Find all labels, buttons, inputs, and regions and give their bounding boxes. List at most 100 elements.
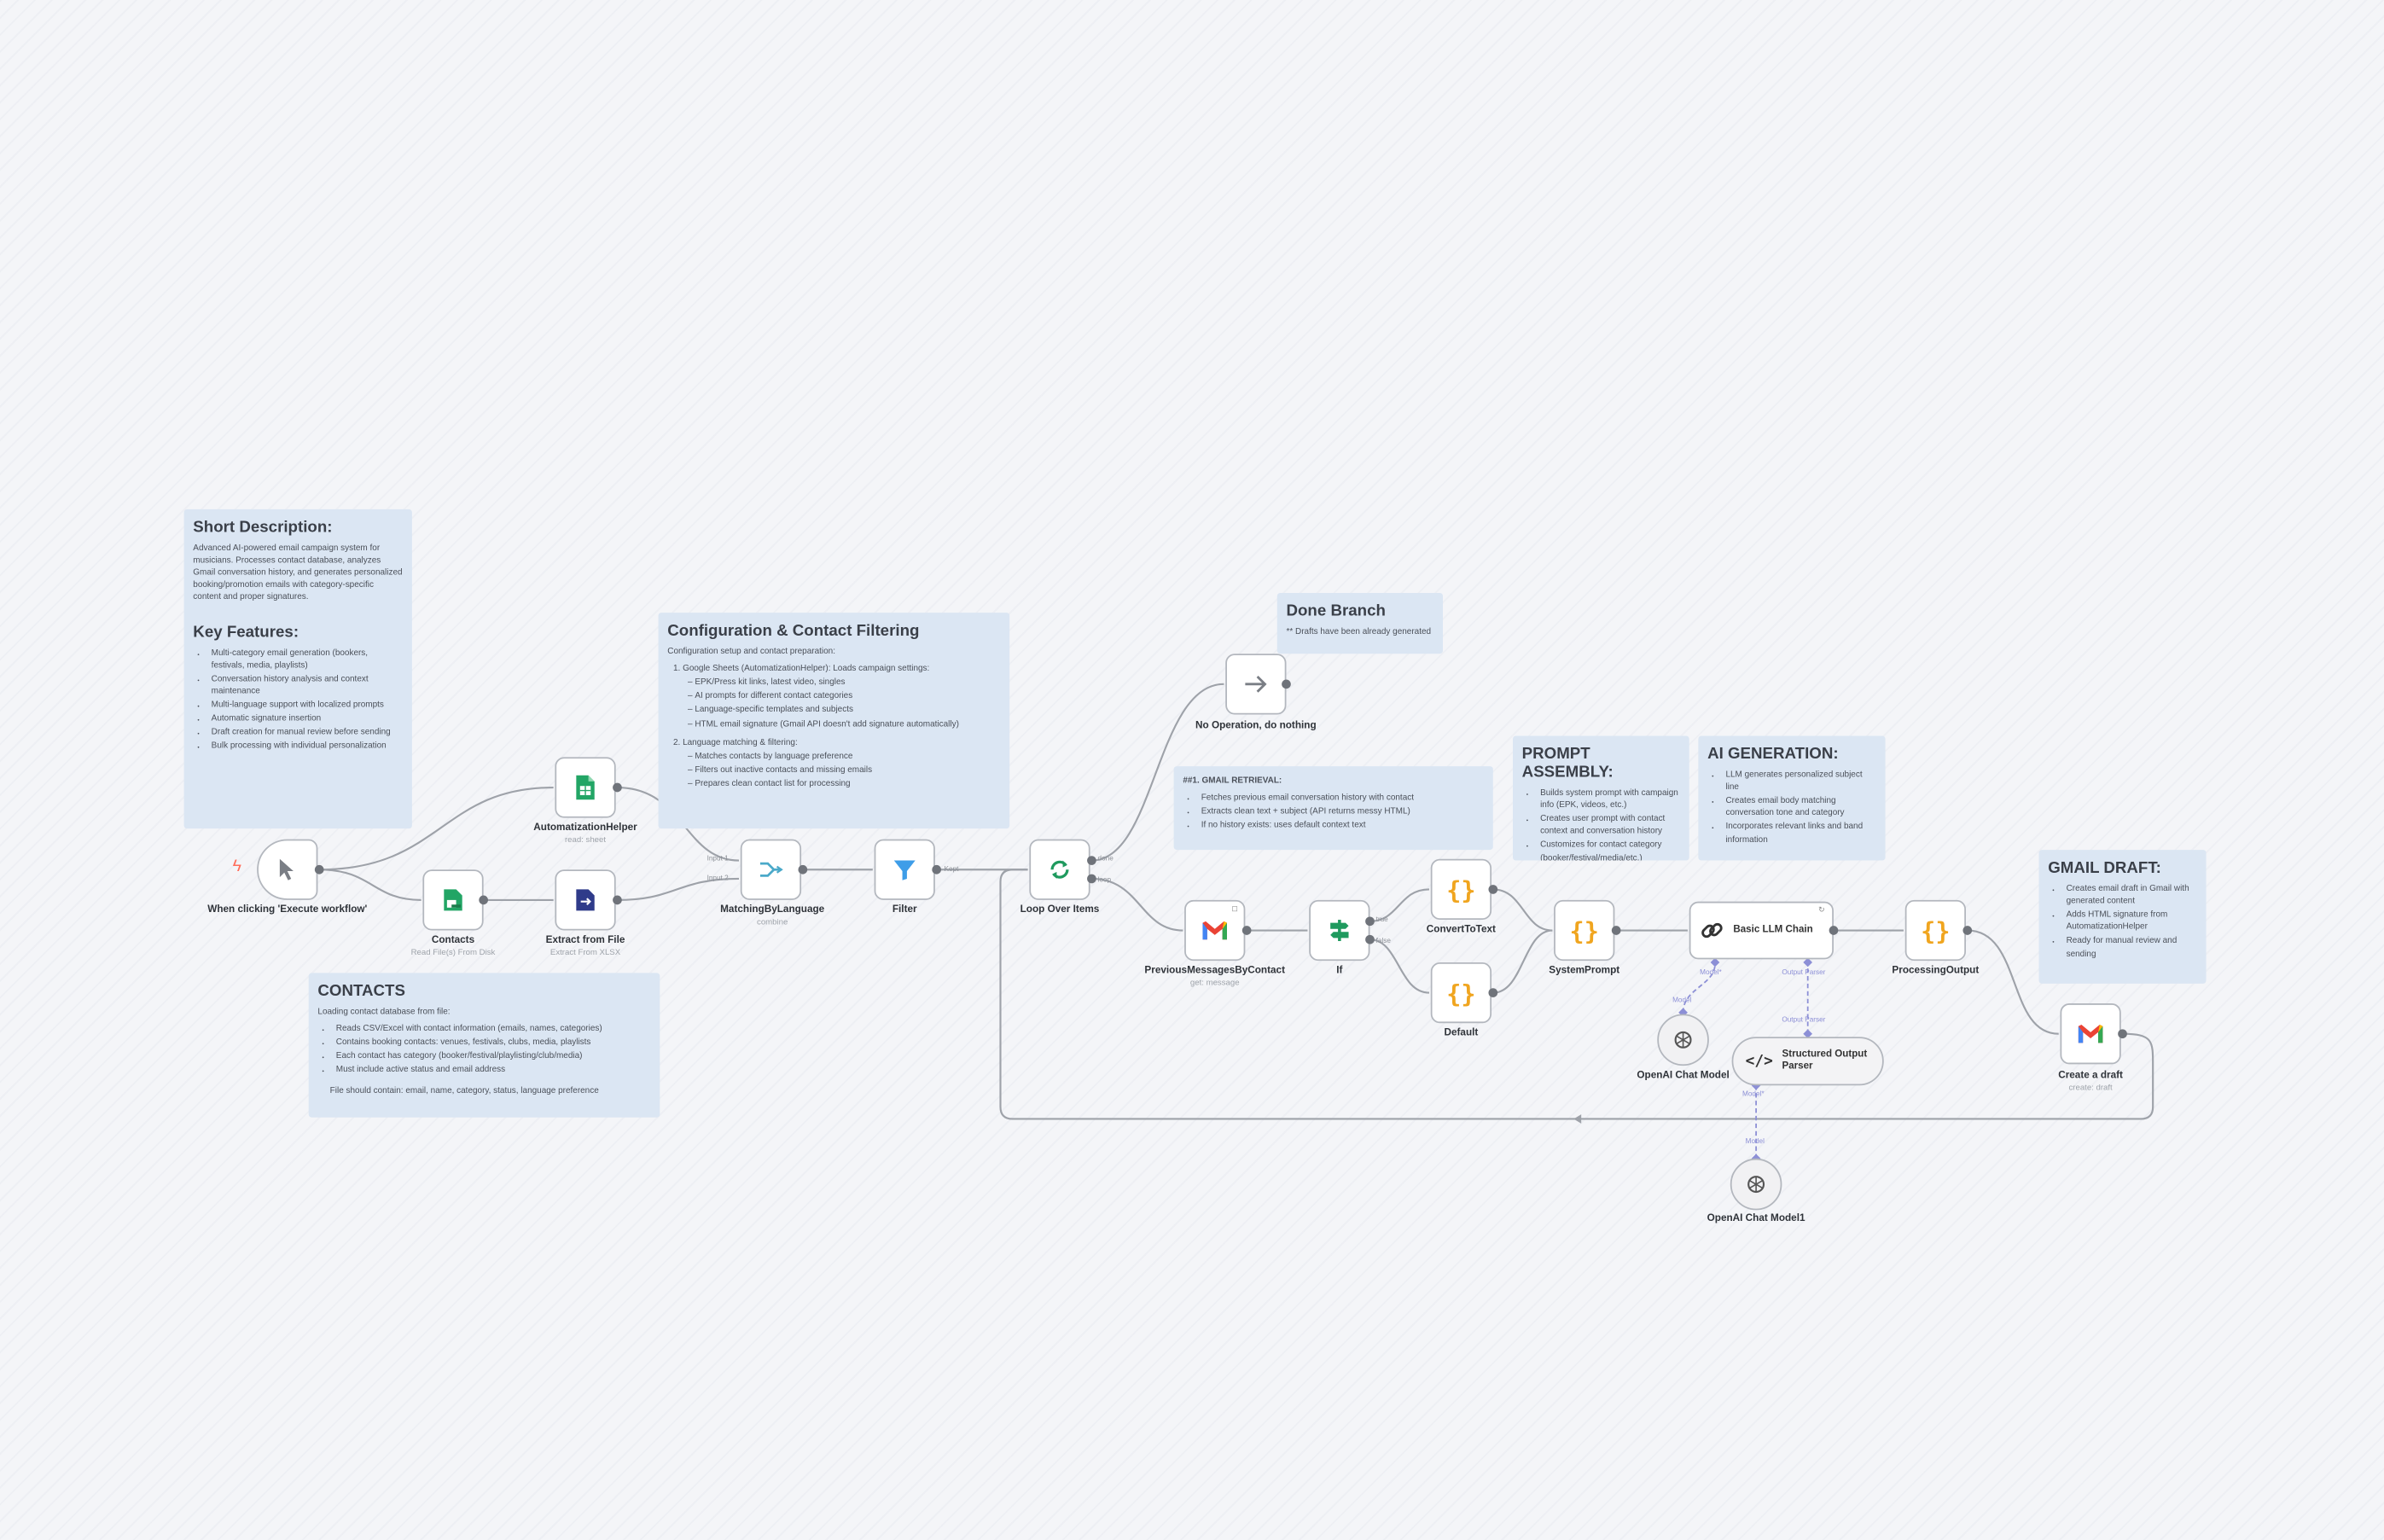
list-item: Creates email draft in Gmail with genera…: [2067, 883, 2197, 908]
no-operation-node[interactable]: [1225, 654, 1287, 715]
convert-to-text-node[interactable]: {}: [1430, 858, 1492, 921]
list-item: Customizes for contact category (booker/…: [1540, 840, 1680, 860]
list-item: Language matching & filtering: Matches c…: [683, 737, 1000, 791]
create-draft-node[interactable]: [2060, 1003, 2121, 1065]
gmail-icon: [1202, 921, 1227, 940]
loop-over-items-node[interactable]: [1029, 839, 1090, 900]
edge-label: Kept: [944, 864, 959, 873]
note-prompt-assembly[interactable]: PROMPT ASSEMBLY: Builds system prompt wi…: [1512, 735, 1689, 861]
openai-icon: [1674, 1031, 1692, 1049]
node-label: Loop Over Items: [1020, 904, 1100, 915]
system-prompt-node[interactable]: {}: [1554, 899, 1615, 962]
list-item: Contains booking contacts: venues, festi…: [336, 1037, 651, 1049]
basic-llm-chain-node[interactable]: Basic LLM Chain: [1689, 901, 1834, 960]
openai-chat-model-node[interactable]: [1657, 1014, 1709, 1066]
edge-label: loop: [1097, 875, 1112, 884]
edge-label: Output Parser: [1782, 968, 1826, 976]
node-label: If: [1336, 965, 1343, 976]
list-item: Builds system prompt with campaign info …: [1540, 787, 1680, 812]
list-item: Ready for manual review and sending: [2067, 936, 2197, 961]
output-port[interactable]: [314, 864, 324, 875]
note-title: AI GENERATION:: [1707, 745, 1839, 764]
note-gmail-draft[interactable]: GMAIL DRAFT: Creates email draft in Gmai…: [2038, 850, 2207, 984]
arrow-right-icon: [1245, 675, 1267, 693]
edge-if-default: [1369, 939, 1430, 994]
note-body: ** Drafts have been already generated: [1286, 627, 1432, 637]
note-done-branch[interactable]: Done Branch ** Drafts have been already …: [1276, 592, 1444, 654]
note-ai-generation[interactable]: AI GENERATION: LLM generates personalize…: [1698, 735, 1886, 861]
output-port[interactable]: [1365, 934, 1375, 944]
filter-node[interactable]: [874, 839, 935, 900]
output-port[interactable]: [613, 895, 622, 905]
openai-icon: [1747, 1176, 1765, 1194]
output-port[interactable]: [798, 864, 808, 875]
node-label: ConvertToText: [1426, 924, 1496, 935]
note-gmail-retrieval[interactable]: ##1. GMAIL RETRIEVAL: Fetches previous e…: [1173, 766, 1493, 851]
code-braces-icon: {}: [1446, 978, 1476, 1008]
output-port[interactable]: [1829, 926, 1839, 935]
list-item: Creates email body matching conversation…: [1725, 795, 1875, 820]
node-label: OpenAI Chat Model1: [1707, 1212, 1805, 1224]
edge-label: Model: [1745, 1136, 1765, 1145]
matching-by-language-node[interactable]: [740, 839, 802, 900]
processing-output-node[interactable]: {}: [1904, 899, 1966, 962]
edge-trigger-contacts: [319, 869, 422, 901]
edge-trigger-helper: [319, 786, 554, 871]
output-port[interactable]: [613, 782, 622, 793]
edge-label: done: [1097, 854, 1114, 863]
edge-label: true: [1375, 915, 1388, 923]
contacts-node[interactable]: [422, 869, 484, 931]
previous-messages-node[interactable]: [1184, 899, 1246, 962]
note-title: Done Branch: [1286, 601, 1386, 621]
output-port[interactable]: [2118, 1029, 2127, 1039]
automatization-helper-node[interactable]: [555, 757, 616, 818]
if-node[interactable]: [1309, 899, 1370, 962]
list-item: HTML email signature (Gmail API doesn't …: [695, 718, 1000, 730]
openai-chat-model1-node[interactable]: [1730, 1158, 1782, 1211]
note-short-description[interactable]: Short Description: Advanced AI-powered e…: [183, 508, 412, 829]
node-label: Basic LLM Chain: [1733, 924, 1813, 936]
list-item: Multi-language support with localized pr…: [212, 700, 404, 712]
output-port[interactable]: [1611, 926, 1621, 935]
note-title: ##1. GMAIL RETRIEVAL:: [1183, 776, 1282, 787]
structured-output-parser-node[interactable]: </> Structured Output Parser: [1731, 1037, 1884, 1086]
trigger-node[interactable]: [257, 839, 318, 900]
cursor-icon: [279, 858, 294, 880]
output-port[interactable]: [1282, 679, 1291, 689]
edge-processing-draft: [1967, 929, 2059, 1035]
note-title: GMAIL DRAFT:: [2048, 858, 2161, 878]
note-configuration[interactable]: Configuration & Contact Filtering Config…: [658, 613, 1010, 829]
merge-icon: [759, 862, 783, 877]
node-label: No Operation, do nothing: [1195, 720, 1317, 732]
edge-extract-matching: [617, 877, 740, 901]
output-port[interactable]: [1962, 926, 1973, 935]
list-item: Language-specific templates and subjects: [695, 705, 1000, 717]
list-item: Extracts clean text + subject (API retur…: [1201, 806, 1484, 818]
output-port[interactable]: [932, 864, 941, 875]
output-port[interactable]: [1241, 926, 1252, 935]
code-braces-icon: {}: [1446, 875, 1476, 904]
output-port[interactable]: [1488, 988, 1498, 997]
edge-label: Model*: [1742, 1090, 1765, 1098]
output-port[interactable]: [1365, 916, 1375, 927]
list-item: AI prompts for different contact categor…: [695, 691, 1000, 703]
output-port[interactable]: [1488, 885, 1498, 894]
note-title: PROMPT ASSEMBLY:: [1521, 745, 1614, 782]
node-label: ProcessingOutput: [1892, 965, 1980, 976]
output-port[interactable]: [1087, 856, 1096, 865]
list-item: Matches contacts by language preference: [695, 751, 1000, 763]
extract-from-file-node[interactable]: [555, 869, 616, 931]
output-port[interactable]: [1087, 874, 1096, 884]
output-port[interactable]: [479, 895, 488, 905]
code-braces-icon: {}: [1569, 915, 1599, 945]
file-extract-icon: [576, 889, 595, 911]
edge-default-system: [1492, 929, 1553, 994]
contacts-list: Reads CSV/Excel with contact information…: [317, 1023, 650, 1077]
note-contacts[interactable]: CONTACTS Loading contact database from f…: [308, 973, 660, 1118]
default-node[interactable]: {}: [1430, 962, 1492, 1024]
node-label: Default: [1444, 1027, 1479, 1039]
